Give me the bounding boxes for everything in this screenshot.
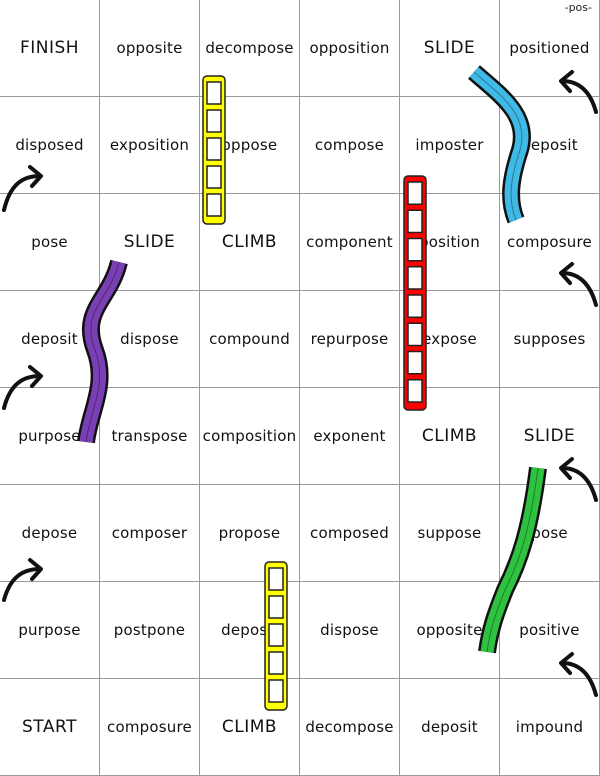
board-cell: CLIMB bbox=[200, 194, 300, 291]
board-cell: composure bbox=[100, 679, 200, 776]
cell-word: purpose bbox=[18, 427, 81, 445]
board-cell: disposed bbox=[0, 97, 100, 194]
cell-word: pose bbox=[531, 524, 568, 542]
cell-word: decompose bbox=[305, 718, 394, 736]
board-cell: composition bbox=[200, 388, 300, 485]
board-cell: deposit bbox=[500, 97, 600, 194]
board-cell: opposite bbox=[100, 0, 200, 97]
board-cell: SLIDE bbox=[400, 0, 500, 97]
cell-word: composition bbox=[202, 427, 297, 445]
cell-word: pose bbox=[31, 233, 68, 251]
cell-word: composure bbox=[107, 718, 192, 736]
board-cell: depose bbox=[0, 485, 100, 582]
cell-word: transpose bbox=[111, 427, 188, 445]
board-cell: CLIMB bbox=[400, 388, 500, 485]
cell-word: repurpose bbox=[310, 330, 389, 348]
cell-word: dispose bbox=[320, 621, 379, 639]
board-cell: supposes bbox=[500, 291, 600, 388]
board-cell: deposit bbox=[400, 679, 500, 776]
board-cell: opposite bbox=[400, 582, 500, 679]
board-cell: pose bbox=[0, 194, 100, 291]
board-cell: positioned bbox=[500, 0, 600, 97]
cell-word: CLIMB bbox=[421, 426, 478, 446]
cell-word: CLIMB bbox=[221, 232, 278, 252]
cell-word: composer bbox=[111, 524, 188, 542]
cell-word: opposite bbox=[116, 39, 183, 57]
board-cell: suppose bbox=[400, 485, 500, 582]
cell-word: propose bbox=[218, 524, 281, 542]
cell-word: CLIMB bbox=[221, 717, 278, 737]
cell-word: deposit bbox=[21, 330, 78, 348]
board-cell: postpone bbox=[100, 582, 200, 679]
cell-word: deposit bbox=[421, 718, 478, 736]
board-cell: transpose bbox=[100, 388, 200, 485]
cell-word: supposes bbox=[513, 330, 586, 348]
board-cell: dispose bbox=[100, 291, 200, 388]
cell-word: purpose bbox=[18, 621, 81, 639]
cell-word: imposter bbox=[415, 136, 484, 154]
cell-word: suppose bbox=[417, 524, 482, 542]
cell-word: FINISH bbox=[19, 38, 80, 58]
cell-word: SLIDE bbox=[523, 426, 576, 446]
cell-word: composed bbox=[310, 524, 389, 542]
board-cell: pose bbox=[500, 485, 600, 582]
board-cell: purpose bbox=[0, 388, 100, 485]
board-cell: expose bbox=[400, 291, 500, 388]
cell-word: opposition bbox=[309, 39, 390, 57]
board-cell: exponent bbox=[300, 388, 400, 485]
cell-word: deposit bbox=[521, 136, 578, 154]
cell-word: decompose bbox=[205, 39, 294, 57]
board-cell: decompose bbox=[300, 679, 400, 776]
board-cell: SLIDE bbox=[500, 388, 600, 485]
board-cell: compound bbox=[200, 291, 300, 388]
board-cell: position bbox=[400, 194, 500, 291]
board-cell: FINISH bbox=[0, 0, 100, 97]
board-cell: opposition bbox=[300, 0, 400, 97]
cell-word: exposition bbox=[109, 136, 190, 154]
board-cell: purpose bbox=[0, 582, 100, 679]
board-cell: composed bbox=[300, 485, 400, 582]
board-cell: propose bbox=[200, 485, 300, 582]
cell-word: component bbox=[306, 233, 393, 251]
board-cell: dispose bbox=[300, 582, 400, 679]
board-cell: repurpose bbox=[300, 291, 400, 388]
cell-word: compound bbox=[209, 330, 290, 348]
board-cell: imposter bbox=[400, 97, 500, 194]
board-cell: component bbox=[300, 194, 400, 291]
cell-word: compose bbox=[314, 136, 385, 154]
board-cell: START bbox=[0, 679, 100, 776]
cell-word: positioned bbox=[509, 39, 590, 57]
board-cell: oppose bbox=[200, 97, 300, 194]
cell-word: SLIDE bbox=[423, 38, 476, 58]
cell-word: deposit bbox=[221, 621, 278, 639]
board-cell: deposit bbox=[200, 582, 300, 679]
cell-word: dispose bbox=[120, 330, 179, 348]
cell-word: composure bbox=[507, 233, 592, 251]
cell-word: oppose bbox=[221, 136, 278, 154]
cell-word: START bbox=[22, 717, 77, 737]
cell-word: postpone bbox=[113, 621, 186, 639]
cell-word: position bbox=[418, 233, 480, 251]
board-cell: decompose bbox=[200, 0, 300, 97]
board-cell: composure bbox=[500, 194, 600, 291]
cell-word: impound bbox=[515, 718, 584, 736]
cell-word: SLIDE bbox=[123, 232, 176, 252]
cell-word: disposed bbox=[15, 136, 84, 154]
board-cell: impound bbox=[500, 679, 600, 776]
worksheet-tag: -pos- bbox=[564, 1, 592, 14]
cell-word: positive bbox=[519, 621, 580, 639]
board-cell: CLIMB bbox=[200, 679, 300, 776]
cell-word: exponent bbox=[313, 427, 386, 445]
cell-word: expose bbox=[422, 330, 477, 348]
board-cell: deposit bbox=[0, 291, 100, 388]
board-cell: composer bbox=[100, 485, 200, 582]
board-cell: positive bbox=[500, 582, 600, 679]
cell-word: depose bbox=[21, 524, 78, 542]
board-cell: SLIDE bbox=[100, 194, 200, 291]
board-cell: compose bbox=[300, 97, 400, 194]
board-cell: exposition bbox=[100, 97, 200, 194]
cell-word: opposite bbox=[416, 621, 483, 639]
